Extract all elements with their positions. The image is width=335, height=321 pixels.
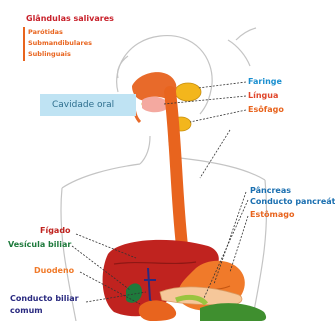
label-sublinguais: Sublinguais <box>28 50 71 58</box>
label-esophagus: Esôfago <box>248 105 284 114</box>
label-tongue: Língua <box>248 91 278 100</box>
label-gallbladder: Vesícula biliar <box>8 240 71 249</box>
label-liver: Fígado <box>40 226 71 235</box>
label-pancreatic-duct: Conducto pancreático <box>250 197 335 206</box>
label-duodenum: Duodeno <box>34 266 74 275</box>
label-salivary-glands: Glândulas salivares <box>26 14 114 23</box>
label-oral-cavity: Cavidade oral <box>40 94 136 116</box>
label-submandibulares: Submandibulares <box>28 39 92 47</box>
label-bile-duct-2: comum <box>10 306 43 315</box>
label-pharynx: Faringe <box>248 77 282 86</box>
salivary-bracket <box>23 27 25 61</box>
intestine-shape <box>200 303 266 321</box>
duodenum-shape <box>139 300 176 321</box>
label-pancreas: Pâncreas <box>250 186 291 195</box>
label-parotidas: Parótidas <box>28 28 63 36</box>
label-bile-duct-1: Conducto biliar <box>10 294 79 303</box>
label-stomach: Estômago <box>250 210 295 219</box>
parotid-gland <box>175 83 201 101</box>
